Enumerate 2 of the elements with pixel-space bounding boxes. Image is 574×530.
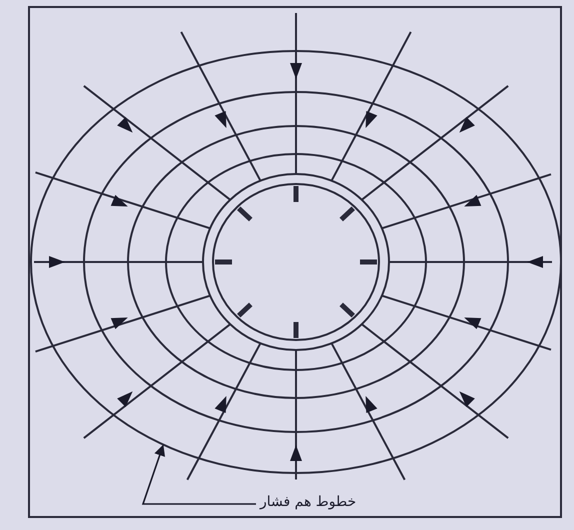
leader-line <box>142 444 256 505</box>
isobar-label: خطوط هم فشار <box>258 494 358 510</box>
